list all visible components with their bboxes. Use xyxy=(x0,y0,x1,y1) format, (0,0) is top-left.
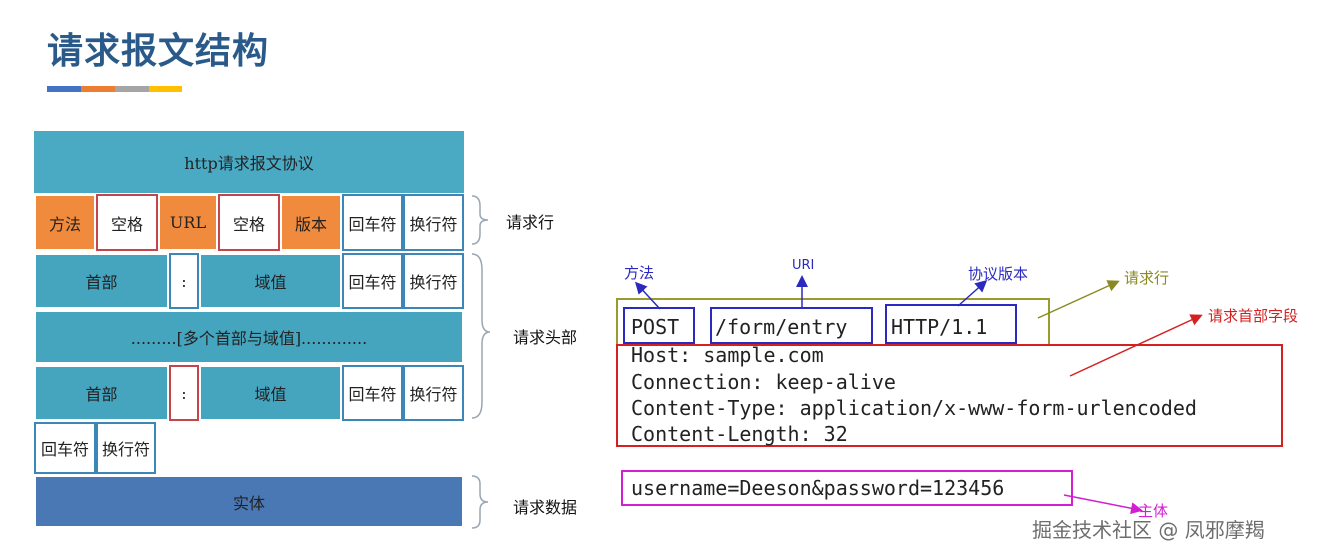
brace-request-header xyxy=(471,253,491,419)
label-request-data: 请求数据 xyxy=(513,498,578,517)
request-body: username=Deeson&password=123456 xyxy=(631,476,1005,500)
request-method: POST xyxy=(631,315,680,339)
cell-lf: 换行符 xyxy=(403,253,464,309)
annotation-header-fields: 请求首部字段 xyxy=(1208,307,1299,325)
annotation-request-line: 请求行 xyxy=(1124,269,1170,287)
header-line: Host: sample.com xyxy=(631,343,824,367)
annotation-method: 方法 xyxy=(624,264,655,282)
title-underline-yellow xyxy=(149,86,182,92)
cell-version: 版本 xyxy=(280,194,342,251)
arrow-request-line xyxy=(1037,280,1120,319)
title-underline-orange xyxy=(81,86,115,92)
title-underline-gray xyxy=(115,86,149,92)
header-fields-box xyxy=(616,344,1283,447)
cell-lf: 换行符 xyxy=(403,365,464,421)
body-box xyxy=(621,470,1073,506)
request-uri: /form/entry xyxy=(715,315,848,339)
annotation-uri: URI xyxy=(792,258,815,273)
cell-colon: : xyxy=(169,365,199,421)
header-line: Content-Length: 32 xyxy=(631,422,848,446)
cell-header-value: 域值 xyxy=(199,365,342,421)
label-request-header: 请求头部 xyxy=(513,328,578,347)
uri-box xyxy=(710,307,873,344)
cell-cr: 回车符 xyxy=(342,365,403,421)
brace-request-data xyxy=(471,475,489,529)
cell-cr: 回车符 xyxy=(34,422,96,474)
cell-header-name: 首部 xyxy=(34,253,169,309)
header-line: Content-Type: application/x-www-form-url… xyxy=(631,396,1197,420)
cell-method: 方法 xyxy=(34,194,96,251)
title-underline-blue xyxy=(47,86,81,92)
annotation-version: 协议版本 xyxy=(968,265,1029,283)
request-version: HTTP/1.1 xyxy=(891,315,988,339)
cell-cr: 回车符 xyxy=(342,194,403,251)
arrow-body xyxy=(1063,494,1143,515)
version-box xyxy=(885,304,1017,344)
brace-lines xyxy=(471,195,491,529)
protocol-header: http请求报文协议 xyxy=(34,131,464,193)
annotation-body: 主体 xyxy=(1138,502,1169,520)
cell-header-name: 首部 xyxy=(34,365,169,421)
brace-request-line xyxy=(471,195,489,245)
arrow-version xyxy=(957,280,988,307)
header-line: Connection: keep-alive xyxy=(631,370,896,394)
cell-space-1: 空格 xyxy=(96,194,158,251)
arrow-method xyxy=(634,281,661,310)
page-title: 请求报文结构 xyxy=(47,31,270,72)
cell-lf: 换行符 xyxy=(403,194,464,251)
cell-more-headers: .........[多个首部与域值]............. xyxy=(34,310,464,364)
watermark: 掘金技术社区 @ 凤邪摩羯 xyxy=(1032,518,1265,542)
cell-colon: : xyxy=(169,253,199,309)
label-request-line: 请求行 xyxy=(506,213,555,232)
cell-cr: 回车符 xyxy=(342,253,403,309)
cell-lf: 换行符 xyxy=(96,422,156,474)
cell-header-value: 域值 xyxy=(199,253,342,309)
arrow-header-fields xyxy=(1069,314,1203,377)
cell-entity: 实体 xyxy=(34,475,464,528)
cell-space-2: 空格 xyxy=(218,194,280,251)
cell-url: URL xyxy=(158,194,218,251)
